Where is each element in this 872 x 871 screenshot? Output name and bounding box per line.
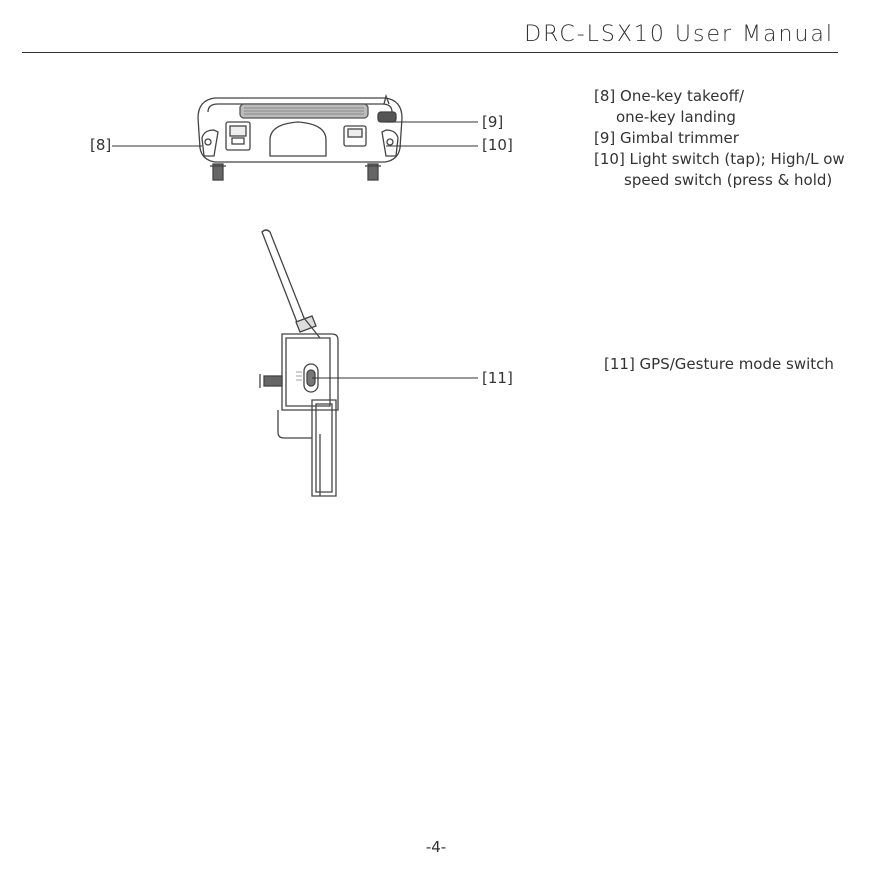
controller-side-view (260, 230, 338, 496)
desc-9: [9] Gimbal trimmer (594, 128, 845, 149)
desc-10-line1: [10] Light switch (tap); High/L ow (594, 149, 845, 170)
page-number: -4- (0, 838, 872, 856)
callout-label-10: [10] (482, 136, 513, 154)
callout-label-9: [9] (482, 113, 503, 131)
callout-label-11: [11] (482, 369, 513, 387)
desc-10-line2: speed switch (press & hold) (594, 170, 845, 191)
descriptions-block: [8] One-key takeoff/ one-key landing [9]… (594, 86, 845, 191)
desc-8-line2: one-key landing (594, 107, 845, 128)
desc-8-line1: [8] One-key takeoff/ (594, 86, 845, 107)
callout-label-8: [8] (90, 136, 111, 154)
controller-top-view (198, 96, 402, 180)
desc-11: [11] GPS/Gesture mode switch (604, 354, 834, 375)
callout-leader-lines (112, 122, 478, 378)
